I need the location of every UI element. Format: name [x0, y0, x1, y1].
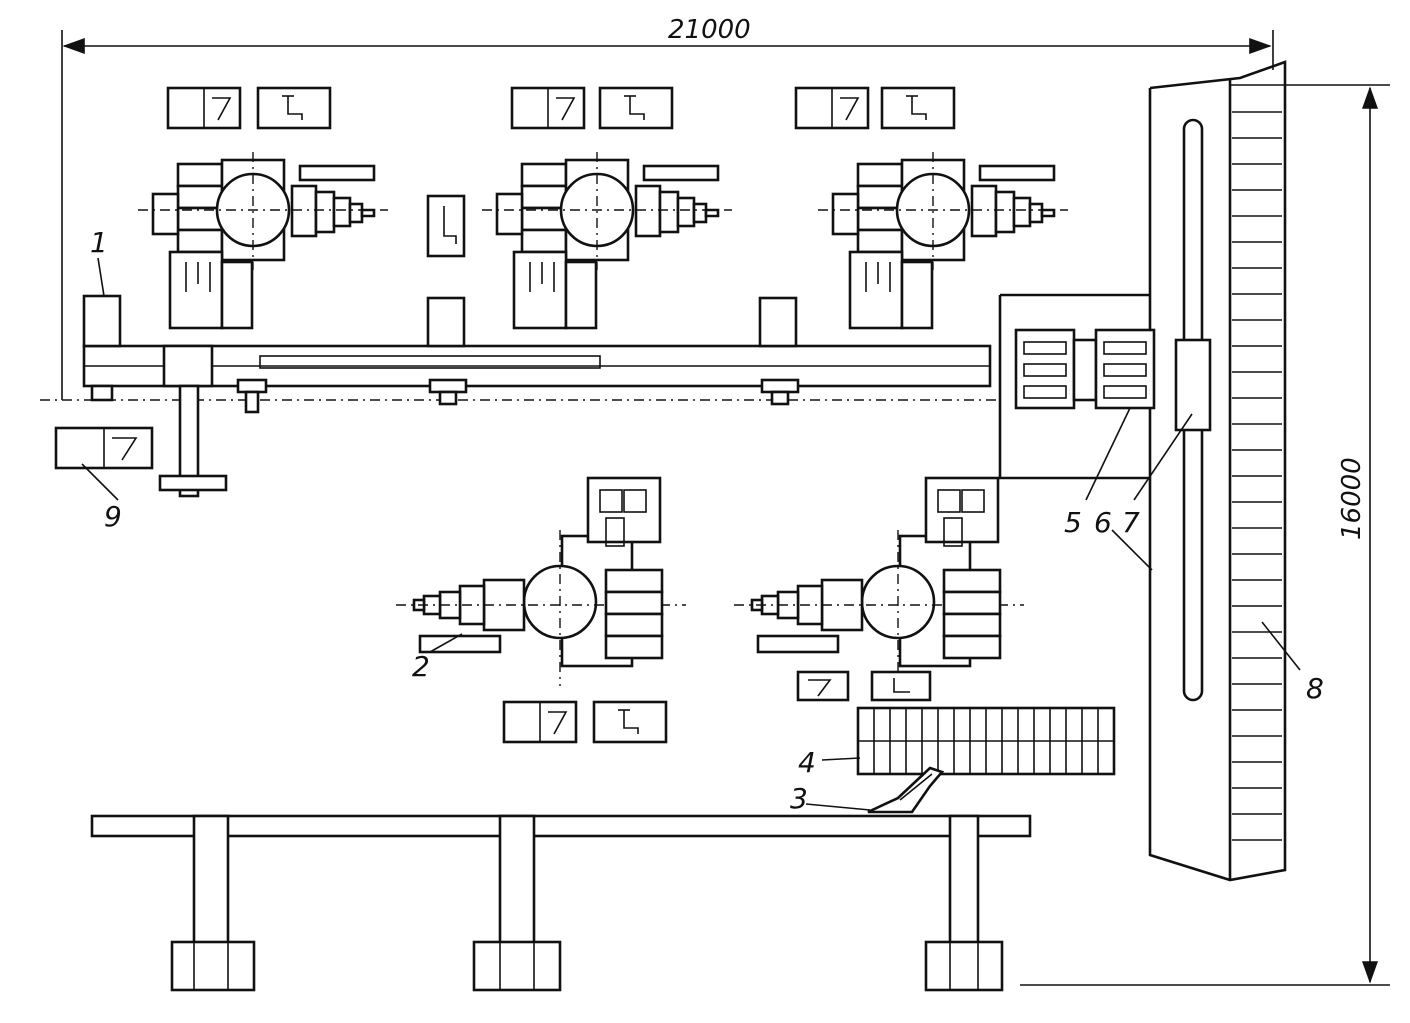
- tool-cabinet-5b: [870, 670, 932, 702]
- transfer-conveyor: [40, 294, 1000, 498]
- machine-top-1: [136, 150, 390, 330]
- tool-cabinet-1a: [166, 86, 242, 130]
- tool-cabinet-center: [426, 194, 466, 258]
- machine-top-2: [480, 150, 734, 330]
- callout-8: 8: [1306, 672, 1324, 705]
- crane-trolley: [1174, 338, 1212, 432]
- dimension-width: 21000: [61, 15, 1274, 400]
- control-panels: [1014, 328, 1156, 410]
- callout-6: 6: [1094, 506, 1112, 539]
- callout-2: 2: [412, 650, 430, 683]
- storage-rack-column: [1148, 60, 1287, 882]
- tool-cabinet-2a: [510, 86, 586, 130]
- parts-storage-grid: [856, 706, 1116, 776]
- bottom-gantry: [90, 814, 1032, 992]
- callout-7: 7: [1122, 506, 1140, 539]
- tool-cabinet-5a: [796, 670, 850, 702]
- tool-cabinet-4a: [502, 700, 578, 744]
- leader-lines: [81, 257, 1301, 811]
- callout-5: 5: [1064, 506, 1082, 539]
- tool-cabinet-3a: [794, 86, 870, 130]
- dimension-height-label: 16000: [1337, 457, 1367, 540]
- tool-cabinet-4b: [592, 700, 668, 744]
- machine-bottom-2: [732, 476, 1026, 688]
- tool-cabinet-3b: [880, 86, 956, 130]
- callout-4: 4: [798, 746, 816, 779]
- callout-1: 1: [90, 226, 108, 259]
- machine-bottom-1: [394, 476, 688, 688]
- tool-cabinet-1b: [256, 86, 332, 130]
- dimension-width-label: 21000: [668, 15, 751, 45]
- tool-cabinet-2b: [598, 86, 674, 130]
- callout-3: 3: [790, 782, 808, 815]
- inclined-chute: [867, 766, 945, 814]
- callout-9: 9: [104, 500, 122, 533]
- machine-top-3: [816, 150, 1070, 330]
- dimension-height: 16000: [1020, 84, 1390, 986]
- workbench-9: [54, 426, 154, 470]
- control-room-wall: [998, 293, 1150, 480]
